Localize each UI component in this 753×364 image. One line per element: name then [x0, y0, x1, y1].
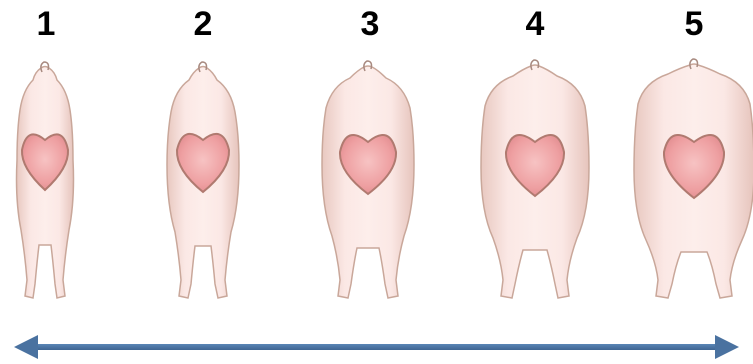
pig-rear-view-icon [167, 62, 239, 298]
pig-rear-view-icon [17, 62, 74, 298]
pig-rear-view-icon [322, 61, 414, 298]
double-headed-arrow-icon [14, 335, 739, 359]
pig-rear-view-icon [481, 60, 589, 298]
pig-rear-view-icon [634, 59, 753, 298]
